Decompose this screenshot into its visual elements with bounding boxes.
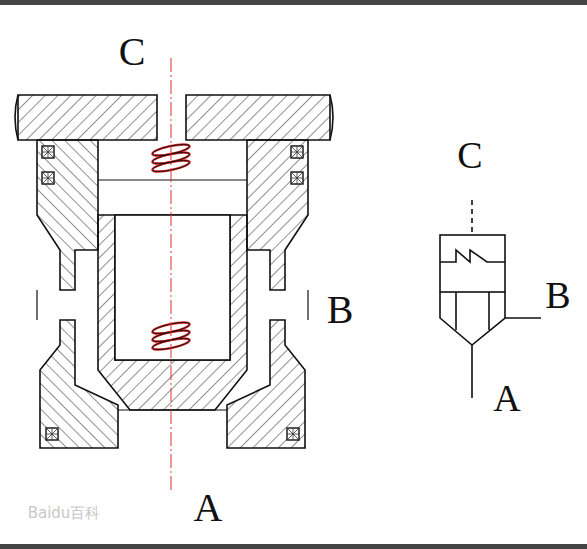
cover-plate bbox=[186, 95, 330, 140]
centerline bbox=[171, 58, 172, 492]
valve-section bbox=[15, 95, 333, 448]
poppet-bore bbox=[115, 215, 230, 360]
seal bbox=[287, 428, 299, 440]
cover-plate bbox=[18, 95, 157, 140]
port-label: C bbox=[119, 32, 146, 72]
poppet bbox=[98, 215, 247, 410]
frame-top bbox=[0, 0, 587, 5]
seal bbox=[42, 172, 54, 184]
valve-symbol bbox=[440, 200, 541, 398]
symbol-port-label: B bbox=[545, 276, 570, 314]
sleeve bbox=[247, 140, 308, 290]
symbol-port-label: A bbox=[493, 379, 520, 417]
seal-rings bbox=[42, 146, 303, 440]
sleeve bbox=[37, 140, 98, 290]
seal bbox=[46, 428, 58, 440]
seal bbox=[42, 146, 54, 158]
port-label: A bbox=[194, 488, 223, 528]
symbol-port-label: C bbox=[457, 136, 482, 174]
port-label: B bbox=[327, 290, 354, 330]
watermark: Baidu百科 bbox=[28, 506, 101, 521]
frame-bottom bbox=[0, 544, 587, 549]
seal bbox=[291, 146, 303, 158]
seal bbox=[291, 172, 303, 184]
